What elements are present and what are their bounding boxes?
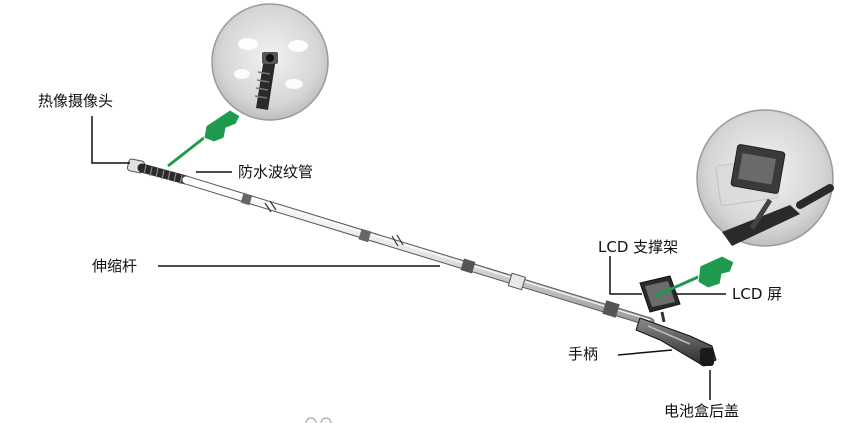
label-waterproof-hose: 防水波纹管: [238, 163, 314, 181]
pointing-hand-icon: [697, 255, 735, 289]
label-handle: 手柄: [568, 345, 599, 363]
handle: [635, 317, 717, 367]
leader-lines: [91, 116, 726, 400]
leader-lcd-bracket: [609, 256, 642, 295]
pointer-to-lcd: [654, 255, 735, 298]
label-battery-cover: 电池盒后盖: [664, 402, 740, 420]
label-lcd-screen: LCD 屏: [732, 285, 783, 303]
lcd-screen: [639, 275, 681, 323]
pointing-hand-icon: [203, 109, 241, 143]
telescopic-rod: [181, 175, 655, 327]
label-telescopic-rod: 伸缩杆: [92, 257, 138, 275]
battery-cover: [700, 348, 714, 366]
label-lcd-bracket: LCD 支撑架: [598, 238, 679, 256]
label-thermal-camera: 热像摄像头: [38, 92, 114, 110]
camera-inset: [211, 3, 329, 121]
leader-handle: [617, 349, 673, 356]
lcd-inset: [696, 109, 834, 247]
leader-thermal-camera: [91, 116, 130, 164]
pointer-to-camera: [167, 109, 241, 168]
corrugated-hose: [137, 163, 191, 185]
